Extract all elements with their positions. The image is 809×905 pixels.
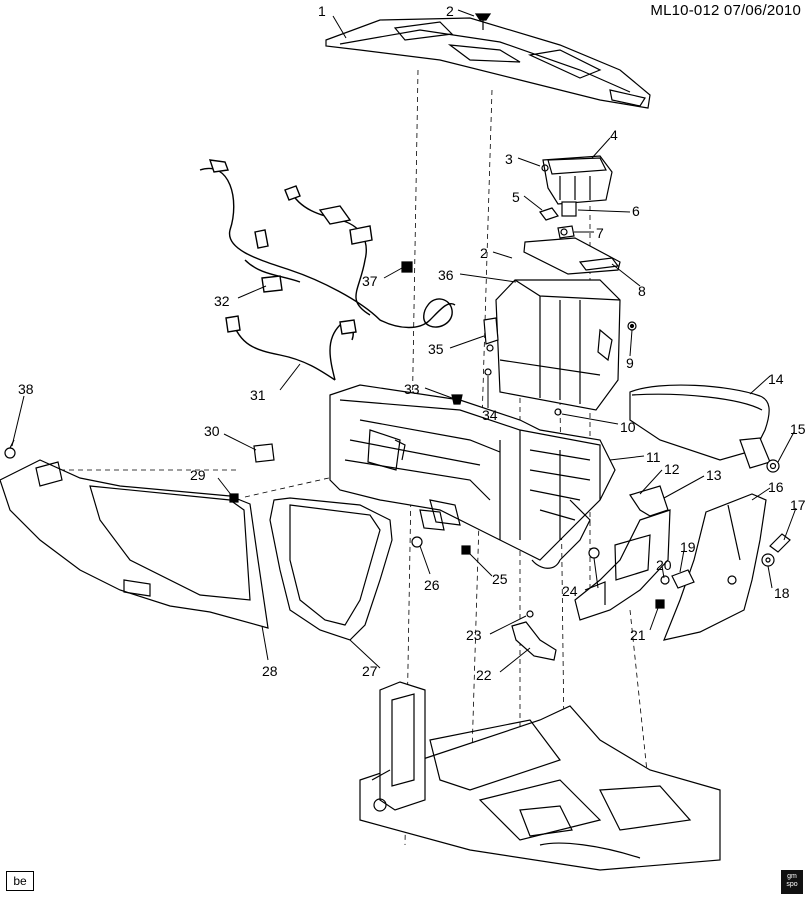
callout-11: 11 (646, 449, 661, 465)
part-12-13-bracket (574, 485, 671, 621)
region-code-box: be (6, 871, 34, 891)
callout-37: 37 (362, 273, 378, 289)
part-27-side-panel-center (269, 497, 393, 641)
part-17-18-fastener (761, 533, 791, 567)
part-38-fastener (4, 439, 16, 459)
callout-8: 8 (638, 283, 646, 299)
part-14-armrest-lid (629, 384, 771, 469)
callout-20: 20 (656, 557, 672, 573)
part-1-console-top-trim (325, 17, 651, 109)
diagram-header: ML10-012 07/06/2010 (650, 2, 801, 19)
callout-16: 16 (768, 479, 784, 495)
part-10-clip (554, 408, 562, 416)
part-32-wiring-harness (199, 159, 456, 329)
callout-2-mid: 2 (480, 245, 488, 261)
callout-35: 35 (428, 341, 444, 357)
callout-9: 9 (626, 355, 634, 371)
callout-34: 34 (482, 407, 498, 423)
part-26-fastener (411, 536, 423, 548)
callout-26: 26 (424, 577, 440, 593)
part-15-fastener (766, 459, 780, 473)
callout-33: 33 (404, 381, 420, 397)
callout-5: 5 (512, 189, 520, 205)
leader-lines (11, 9, 797, 673)
part-29-clip (229, 493, 239, 503)
callout-2-top: 2 (446, 3, 454, 19)
part-19-20-connector (660, 569, 695, 589)
gm-spo-logo: gm spo (781, 870, 803, 894)
callout-19: 19 (680, 539, 696, 555)
part-9-fastener (627, 321, 637, 331)
logo-line-2: spo (786, 881, 798, 888)
callout-30: 30 (204, 423, 220, 439)
part-33-clip (451, 394, 463, 405)
diagram-date: 07/06/2010 (723, 2, 801, 19)
callout-15: 15 (790, 421, 806, 437)
callout-28: 28 (262, 663, 278, 679)
callout-29: 29 (190, 467, 206, 483)
part-21-clip (655, 599, 665, 609)
part-5-6-7-small-parts (539, 201, 577, 239)
callout-22: 22 (476, 667, 492, 683)
callout-labels: 1 2 3 4 5 6 7 2 8 36 37 9 32 35 31 33 34… (18, 3, 806, 683)
part-31-wiring-harness (225, 315, 357, 381)
callout-18: 18 (774, 585, 790, 601)
callout-32: 32 (214, 293, 230, 309)
callout-1: 1 (318, 3, 326, 19)
part-36-compartment-housing (495, 279, 621, 411)
callout-7: 7 (596, 225, 604, 241)
callout-6: 6 (632, 203, 640, 219)
callout-12: 12 (664, 461, 680, 477)
callout-10: 10 (620, 419, 636, 435)
part-2-screw (474, 13, 492, 30)
part-37-clip (401, 261, 413, 273)
floor-pan-structure (359, 681, 721, 871)
part-24-fastener (588, 547, 600, 559)
part-30-pad (253, 443, 275, 463)
diagram-code: ML10-012 (650, 2, 720, 19)
callout-14: 14 (768, 371, 784, 387)
callout-31: 31 (250, 387, 266, 403)
callout-13: 13 (706, 467, 722, 483)
part-22-bracket (511, 610, 557, 661)
part-34-clip (484, 368, 492, 376)
callout-27: 27 (362, 663, 378, 679)
part-25-clip (461, 545, 471, 555)
part-16-side-panel-right (663, 493, 767, 641)
part-3-clip (541, 164, 549, 172)
callout-23: 23 (466, 627, 482, 643)
part-4-storage-bin (542, 155, 613, 205)
callout-25: 25 (492, 571, 508, 587)
part-28-side-panel-left (0, 459, 269, 629)
callout-38: 38 (18, 381, 34, 397)
part-11-console-frame (329, 384, 616, 569)
callout-17: 17 (790, 497, 806, 513)
callout-4: 4 (610, 127, 618, 143)
part-35-latch (483, 317, 499, 352)
callout-3: 3 (505, 151, 513, 167)
callout-36: 36 (438, 267, 454, 283)
part-8-bin-mat (523, 237, 621, 275)
callout-21: 21 (630, 627, 646, 643)
callout-24: 24 (562, 583, 578, 599)
logo-line-1: gm (787, 873, 797, 880)
